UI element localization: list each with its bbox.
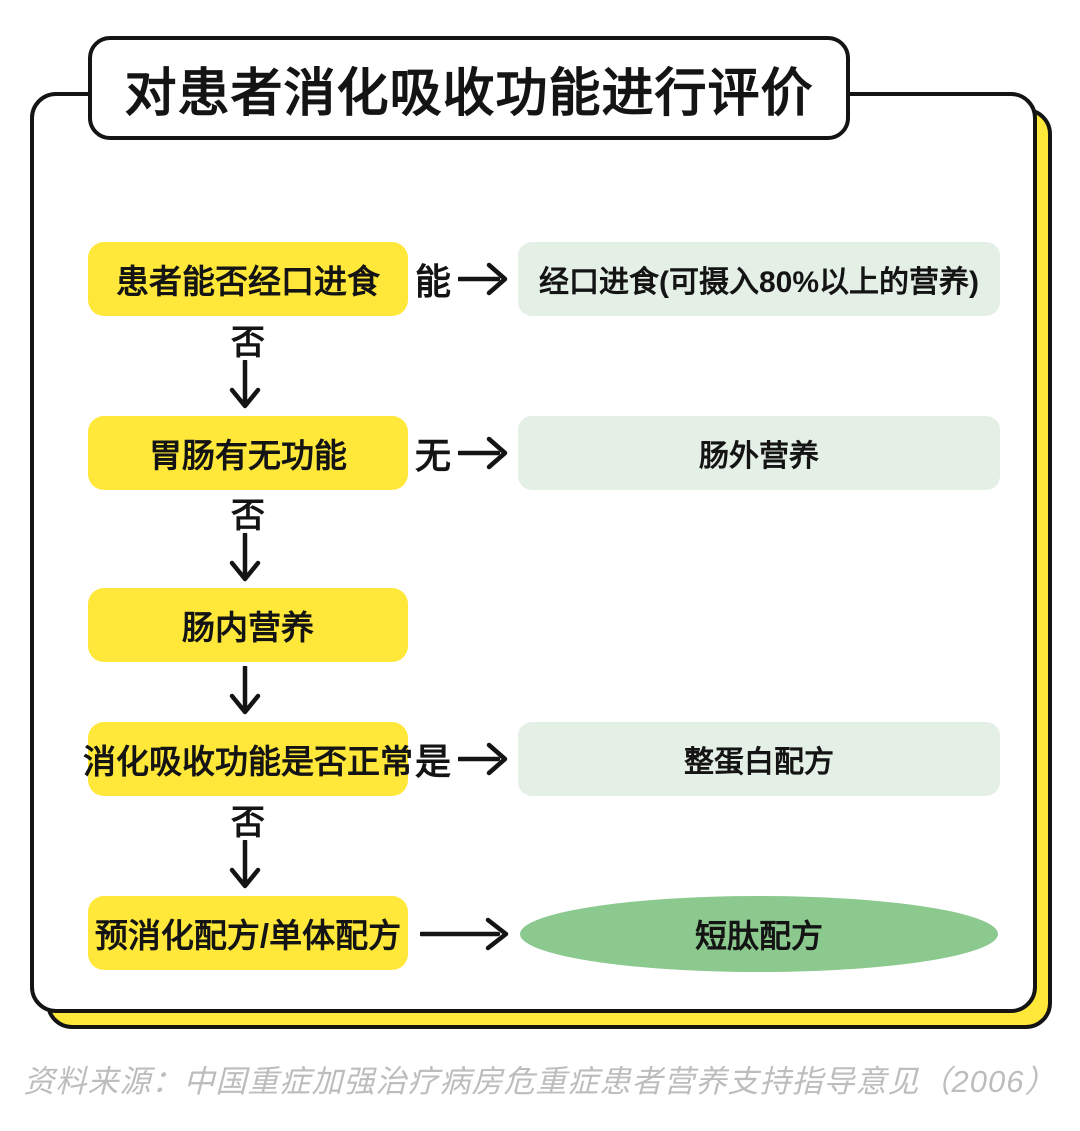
step2-branch-label: 无 [414, 435, 451, 476]
arrow-down-icon [228, 666, 262, 716]
arrow-right-icon [458, 431, 510, 475]
arrow-right-icon [420, 912, 512, 956]
flowchart-card [30, 92, 1037, 1013]
arrow-down-icon [228, 360, 262, 410]
step2-outcome-label: 肠外营养 [699, 440, 819, 473]
step2-outcome-box: 肠外营养 [518, 416, 1000, 490]
step4-branch-label: 是 [414, 741, 451, 782]
step1-no-label: 否 [231, 323, 265, 362]
arrow-right-icon [458, 257, 510, 301]
step2-question-label: 胃肠有无功能 [149, 437, 347, 474]
step1-outcome-label: 经口进食(可摄入80%以上的营养) [538, 266, 980, 299]
source-caption: 资料来源：中国重症加强治疗病房危重症患者营养支持指导意见（2006） [23, 1064, 1057, 1099]
step1-branch-label: 能 [414, 261, 451, 302]
step2-no-label: 否 [231, 496, 265, 535]
step3-question-label: 肠内营养 [182, 609, 314, 646]
step2-question-box: 胃肠有无功能 [88, 416, 408, 490]
page-title: 对患者消化吸收功能进行评价 [88, 36, 850, 140]
final-outcome-label: 短肽配方 [694, 918, 823, 954]
step1-outcome-box: 经口进食(可摄入80%以上的营养) [518, 242, 1000, 316]
step1-question-box: 患者能否经口进食 [88, 242, 408, 316]
step3-question-box: 肠内营养 [88, 588, 408, 662]
step5-question-label: 预消化配方/单体配方 [94, 917, 402, 954]
arrow-down-icon [228, 840, 262, 890]
step4-outcome-box: 整蛋白配方 [518, 722, 1000, 796]
step4-no-label: 否 [231, 803, 265, 842]
arrow-right-icon [458, 737, 510, 781]
step5-question-box: 预消化配方/单体配方 [88, 896, 408, 970]
step4-question-label: 消化吸收功能是否正常 [83, 743, 413, 780]
step1-question-label: 患者能否经口进食 [116, 263, 380, 300]
final-outcome-ellipse: 短肽配方 [520, 896, 998, 972]
step4-outcome-label: 整蛋白配方 [684, 746, 834, 779]
step4-question-box: 消化吸收功能是否正常 [83, 722, 413, 796]
page-title-text: 对患者消化吸收功能进行评价 [124, 64, 814, 123]
arrow-down-icon [228, 533, 262, 583]
